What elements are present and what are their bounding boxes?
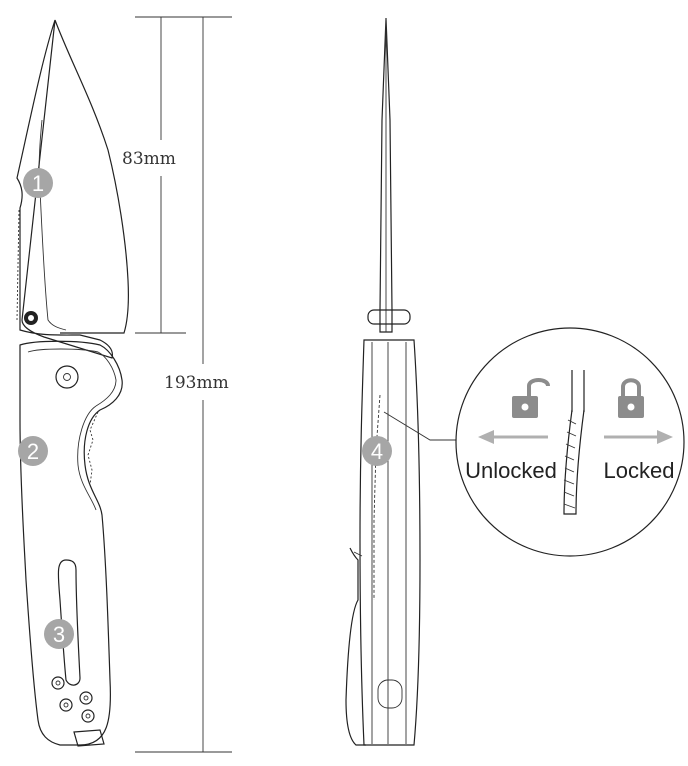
handle-outline	[19, 340, 123, 746]
liner-lock-bar	[373, 394, 381, 600]
arrow-left-icon	[478, 430, 548, 444]
callout-4: 4	[362, 436, 392, 466]
lanyard-hole-side	[377, 679, 403, 709]
unlocked-label: Unlocked	[465, 458, 557, 483]
handle-screw-c	[79, 691, 93, 705]
handle-screw-a	[51, 676, 65, 690]
handle-pivot-screw	[55, 365, 79, 389]
knife-side-view	[345, 17, 421, 746]
lock-detail-callout: Unlocked Locked	[455, 327, 685, 557]
finger-choil	[77, 405, 97, 511]
blade-outline	[16, 19, 129, 359]
thumb-stud	[367, 309, 411, 325]
handle-side-outline	[359, 339, 421, 746]
padlock-open-icon	[512, 378, 550, 418]
detail-leader-line	[383, 411, 462, 441]
svg-text:3: 3	[53, 622, 65, 647]
overall-length-label: 193mm	[164, 373, 229, 393]
handle-screw-b	[59, 698, 73, 712]
callout-2: 2	[18, 436, 48, 466]
blade-grind-line	[38, 119, 67, 331]
liner-lock-zoom	[563, 370, 585, 515]
locked-label: Locked	[604, 458, 675, 483]
svg-text:4: 4	[371, 439, 383, 464]
svg-text:1: 1	[32, 171, 44, 196]
svg-text:2: 2	[27, 439, 39, 464]
handle-screw-d	[81, 709, 95, 723]
callout-3: 3	[44, 619, 74, 649]
arrow-right-icon	[604, 430, 673, 444]
clip-slot	[57, 559, 81, 686]
pocket-clip-side	[345, 547, 366, 746]
handle-inner-line	[27, 348, 117, 407]
dimension-lines	[135, 16, 232, 753]
finger-grip-serration	[87, 411, 99, 486]
callout-1: 1	[23, 168, 53, 198]
knife-front-view	[16, 19, 129, 747]
pocket-clip-tail	[73, 729, 105, 747]
blade-length-label: 83mm	[122, 149, 176, 169]
detail-circle	[455, 327, 685, 557]
padlock-closed-icon	[618, 378, 644, 418]
blade-serration	[16, 209, 20, 321]
